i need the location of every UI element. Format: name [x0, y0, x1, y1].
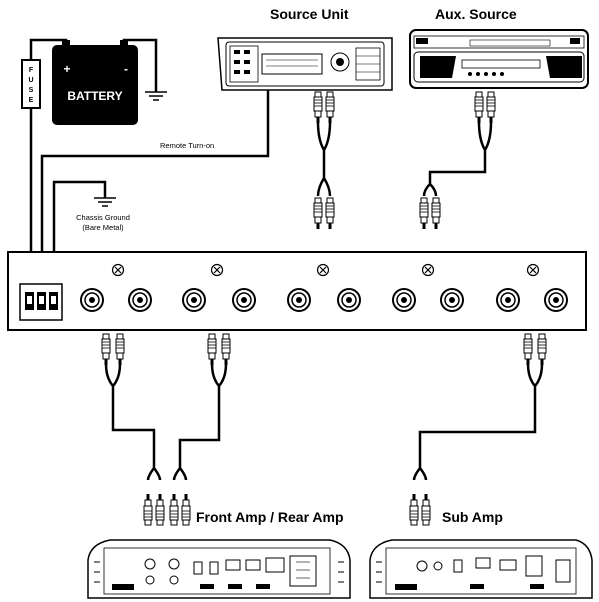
- power-wires: [29, 38, 270, 284]
- rca-jack-icon: [392, 288, 416, 312]
- front-rear-amplifier: [87, 539, 351, 599]
- source-unit-device: [217, 37, 393, 91]
- fuse-label-f: F: [29, 67, 34, 74]
- battery-plus: +: [63, 62, 70, 76]
- chassis-ground-label: Chassis Ground: [76, 213, 130, 222]
- rca-jack-icon: [544, 288, 568, 312]
- gain-control-icon[interactable]: [210, 263, 224, 277]
- rca-jack-icon: [440, 288, 464, 312]
- rca-jack-icon: [128, 288, 152, 312]
- battery-label: BATTERY: [67, 89, 122, 103]
- front-rear-rca-cables: [101, 333, 231, 525]
- rca-jack-icon: [337, 288, 361, 312]
- rca-jack-icon: [80, 288, 104, 312]
- sub-amp-label: Sub Amp: [442, 509, 503, 525]
- aux-source-rca-cable: [419, 91, 496, 230]
- fuse: F U S E: [21, 59, 41, 109]
- sub-rca-cable: [410, 333, 547, 525]
- gain-control-icon[interactable]: [421, 263, 435, 277]
- aux-source-device: [409, 29, 589, 89]
- rca-jack-icon: [496, 288, 520, 312]
- battery: BATTERY + -: [52, 40, 138, 125]
- chassis-ground-sublabel: (Bare Metal): [82, 223, 124, 232]
- svg-text:E: E: [29, 97, 34, 104]
- gain-control-icon[interactable]: [316, 263, 330, 277]
- svg-text:U: U: [28, 77, 33, 84]
- sub-amplifier: [369, 539, 593, 599]
- battery-minus: -: [124, 62, 128, 76]
- svg-text:S: S: [29, 87, 34, 94]
- remote-turn-on-label: Remote Turn-on: [160, 141, 214, 150]
- battery-ground-symbol: [145, 91, 167, 101]
- rca-jack-icon: [287, 288, 311, 312]
- source-unit-label: Source Unit: [270, 6, 349, 22]
- front-rear-amp-label: Front Amp / Rear Amp: [196, 509, 344, 525]
- gain-control-icon[interactable]: [111, 263, 125, 277]
- rca-jack-icon: [232, 288, 256, 312]
- chassis-ground-symbol: [94, 197, 116, 207]
- gain-control-icon[interactable]: [526, 263, 540, 277]
- rca-jack-icon: [182, 288, 206, 312]
- source-unit-rca-cable: [313, 91, 335, 230]
- aux-source-label: Aux. Source: [435, 6, 517, 22]
